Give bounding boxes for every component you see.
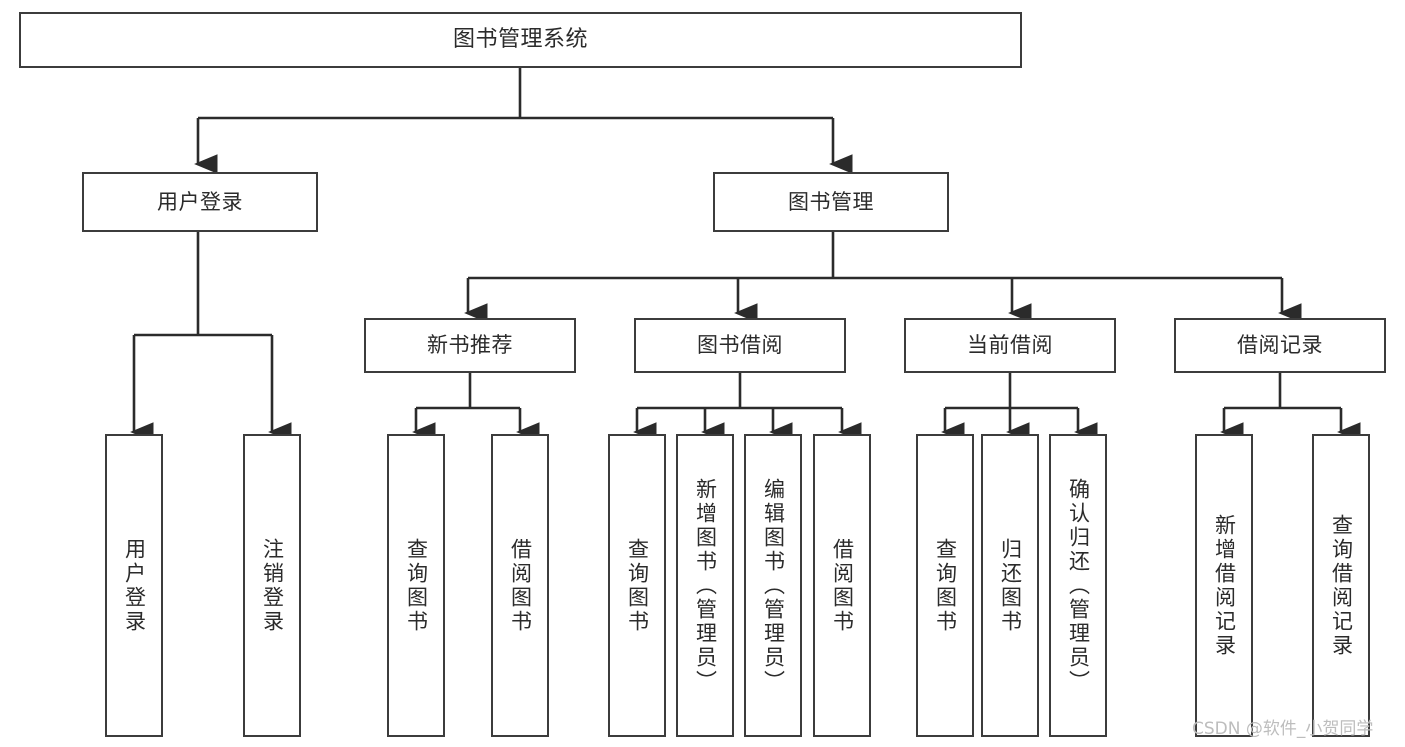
node-label: 确认归还（管理员） (1066, 477, 1091, 694)
node-borrow-records[interactable]: 借阅记录 (1174, 318, 1386, 373)
node-label: 新增借阅记录 (1212, 513, 1237, 658)
leaf-user-login[interactable]: 用户登录 (105, 434, 163, 737)
node-current-borrowing[interactable]: 当前借阅 (904, 318, 1116, 373)
leaf-edit-book-admin[interactable]: 编辑图书（管理员） (744, 434, 802, 737)
node-label: 查询图书 (933, 537, 958, 634)
leaf-borrow-book[interactable]: 借阅图书 (813, 434, 871, 737)
leaf-borrow-book-recommendation[interactable]: 借阅图书 (491, 434, 549, 737)
node-user-login[interactable]: 用户登录 (82, 172, 318, 232)
node-label: 借阅记录 (1237, 333, 1323, 358)
csdn-watermark: CSDN @软件_小贺同学 (1192, 719, 1374, 739)
node-label: 用户登录 (122, 537, 147, 634)
node-label: 借阅图书 (508, 537, 533, 634)
node-book-management[interactable]: 图书管理 (713, 172, 949, 232)
node-label: 图书借阅 (697, 333, 783, 358)
node-book-borrowing[interactable]: 图书借阅 (634, 318, 846, 373)
node-label: 图书管理 (788, 189, 874, 214)
leaf-add-borrow-record[interactable]: 新增借阅记录 (1195, 434, 1253, 737)
leaf-add-book-admin[interactable]: 新增图书（管理员） (676, 434, 734, 737)
leaf-query-borrow-record[interactable]: 查询借阅记录 (1312, 434, 1370, 737)
leaf-query-book-current[interactable]: 查询图书 (916, 434, 974, 737)
node-new-book-recommendation[interactable]: 新书推荐 (364, 318, 576, 373)
node-label: 查询图书 (404, 537, 429, 634)
leaf-confirm-return-admin[interactable]: 确认归还（管理员） (1049, 434, 1107, 737)
leaf-query-book-borrowing[interactable]: 查询图书 (608, 434, 666, 737)
node-label: 当前借阅 (967, 333, 1053, 358)
node-label: 注销登录 (260, 537, 285, 634)
node-label: 编辑图书（管理员） (761, 477, 786, 694)
node-label: 借阅图书 (830, 537, 855, 634)
node-label: 归还图书 (998, 537, 1023, 634)
leaf-return-book[interactable]: 归还图书 (981, 434, 1039, 737)
node-label: 新增图书（管理员） (693, 477, 718, 694)
leaf-user-logout[interactable]: 注销登录 (243, 434, 301, 737)
node-label: 新书推荐 (427, 333, 513, 358)
node-root-book-management-system[interactable]: 图书管理系统 (19, 12, 1022, 68)
node-label: 用户登录 (157, 189, 243, 214)
leaf-query-book-recommendation[interactable]: 查询图书 (387, 434, 445, 737)
node-label: 查询借阅记录 (1329, 513, 1354, 658)
node-label: 图书管理系统 (452, 27, 588, 53)
node-label: 查询图书 (625, 537, 650, 634)
